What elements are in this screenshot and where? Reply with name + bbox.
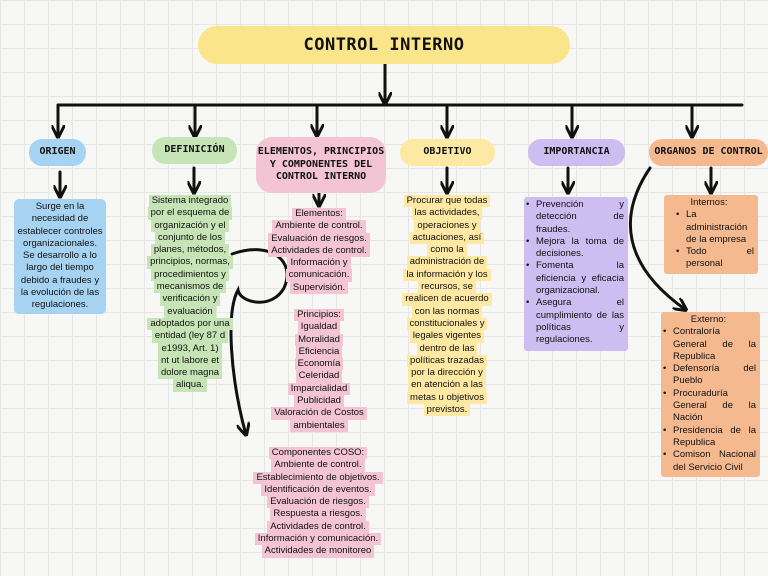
elementos-line: Supervisión. xyxy=(289,281,349,295)
objetivo-line: como la xyxy=(427,244,467,257)
internos-item: Todo el personal xyxy=(674,246,754,271)
objetivo-line: recursos, se xyxy=(418,281,476,294)
definicion-line: evaluación xyxy=(164,305,216,318)
externos-header: Externo: xyxy=(690,314,727,325)
header-definicion: DEFINICIÓN xyxy=(152,137,237,164)
definicion-description: Sistema integrado por el esquema de orga… xyxy=(140,195,240,392)
origen-line: la evolución de las xyxy=(20,287,100,299)
definicion-line: e1993, Art. 1) xyxy=(158,342,222,355)
definicion-line: nt ut labore et xyxy=(157,354,223,368)
objetivo-line: en atención a las xyxy=(408,379,486,392)
externos-item: Comison Nacional del Servicio Civil xyxy=(661,449,756,474)
coso-list: Componentes COSO: Ambiente de control. E… xyxy=(244,447,392,558)
origen-line: necesidad de xyxy=(31,213,89,225)
coso-line: Establecimiento de objetivos. xyxy=(253,471,383,484)
principios-line: Economía xyxy=(294,358,344,371)
definicion-line: dolore magna xyxy=(157,367,223,380)
origen-line: regulaciones. xyxy=(31,299,89,311)
definicion-line: principios, normas, xyxy=(147,256,233,269)
origen-line: Surge en la xyxy=(35,201,85,212)
importancia-item: Prevención y detección de fraudes. xyxy=(524,199,624,236)
elementos-line: Elementos: xyxy=(292,208,346,221)
definicion-line: conjunto de los xyxy=(155,231,225,245)
importancia-item: Mejora la toma de decisiones. xyxy=(524,236,624,261)
elementos-line: comunicación. xyxy=(285,269,353,282)
objetivo-line: políticas trazadas xyxy=(407,354,487,368)
objetivo-line: actuaciones, así xyxy=(409,231,485,245)
coso-line: Actividades de monitoreo xyxy=(261,545,375,558)
importancia-item: Fomenta la eficiencia y eficacia organiz… xyxy=(524,260,624,297)
coso-line: Componentes COSO: xyxy=(268,447,368,460)
internos-header: Internos: xyxy=(690,197,728,208)
definicion-line: Sistema integrado xyxy=(148,195,232,208)
coso-line: Identificación de eventos. xyxy=(261,483,375,497)
objetivo-line: legales vigentes xyxy=(409,330,485,343)
header-organos: ORGANOS DE CONTROL xyxy=(649,139,768,166)
principios-list: Principios: Igualdad Moralidad Eficienci… xyxy=(262,309,376,432)
definicion-line: mecanismos de xyxy=(153,281,227,294)
origen-line: organizacionales. xyxy=(23,237,97,249)
origen-line: Se desarrollo a lo xyxy=(23,250,97,262)
header-elementos: ELEMENTOS, PRINCIPIOS Y COMPONENTES DEL … xyxy=(256,137,386,193)
header-objetivo: OBJETIVO xyxy=(400,139,495,166)
elementos-line: Evaluación de riesgos. xyxy=(268,232,370,245)
definicion-line: organización y el xyxy=(151,219,229,232)
definicion-line: planes, métodos, xyxy=(150,244,230,257)
principios-line: Celeridad xyxy=(295,370,343,383)
principios-line: Eficiencia xyxy=(295,345,343,359)
origen-line: largo del tiempo xyxy=(26,262,94,274)
elementos-line: Ambiente de control. xyxy=(272,220,366,233)
objetivo-line: las actividades, xyxy=(411,207,483,220)
objetivo-line: realicen de acuerdo xyxy=(402,293,492,306)
origen-description: Surge en la necesidad de establecer cont… xyxy=(14,199,106,314)
principios-line: Publicidad xyxy=(294,395,344,408)
origen-line: debido a fraudes y xyxy=(20,274,100,286)
coso-line: Respuesta a riesgos. xyxy=(270,508,366,521)
objetivo-line: metas u objetivos xyxy=(407,391,487,405)
coso-line: Ambiente de control. xyxy=(271,459,365,472)
objetivo-line: por la dirección y xyxy=(408,367,486,380)
principios-line: Valoración de Costos xyxy=(271,407,367,420)
principios-line: Principios: xyxy=(294,309,344,322)
principios-line: ambientales xyxy=(290,419,348,432)
objetivo-description: Procurar que todas las actividades, oper… xyxy=(396,195,498,417)
importancia-item: Asegura el cumplimiento de las políticas… xyxy=(524,297,624,346)
elementos-line: Información y xyxy=(287,257,351,270)
externos-item: Presidencia de la Republica xyxy=(661,425,756,450)
coso-line: Información y comunicación. xyxy=(254,533,382,546)
origen-line: establecer controles xyxy=(17,225,103,237)
objetivo-line: Procurar que todas xyxy=(403,195,491,208)
objetivo-line: dentro de las xyxy=(416,342,478,355)
objetivo-line: la información y los xyxy=(403,268,491,282)
importancia-list: Prevención y detección de fraudes. Mejor… xyxy=(524,197,628,351)
header-importancia: IMPORTANCIA xyxy=(528,139,625,166)
elementos-list: Elementos: Ambiente de control. Evaluaci… xyxy=(262,208,376,295)
externos-item: Contraloría General de la Republica xyxy=(661,326,756,363)
principios-line: Moralidad xyxy=(295,333,343,346)
definicion-line: aliqua. xyxy=(173,379,207,392)
coso-line: Actividades de control. xyxy=(267,520,369,534)
diagram-title: CONTROL INTERNO xyxy=(198,26,570,64)
header-origen: ORIGEN xyxy=(29,139,86,166)
objetivo-line: operaciones y xyxy=(414,219,480,232)
definicion-line: entidad (ley 87 d xyxy=(151,330,229,343)
definicion-line: por el esquema de xyxy=(147,207,233,220)
objetivo-line: administración de xyxy=(406,256,488,269)
externos-list: Externo: Contraloría General de la Repub… xyxy=(661,312,760,477)
principios-line: Igualdad xyxy=(297,321,341,334)
definicion-line: adoptados por una xyxy=(147,317,233,331)
definicion-line: procedimientos y xyxy=(151,268,229,282)
coso-line: Evaluación de riesgos. xyxy=(267,496,369,509)
internos-item: La administración de la empresa xyxy=(674,209,754,246)
externos-item: Procuraduría General de la Nación xyxy=(661,388,756,425)
objetivo-line: con las normas xyxy=(411,305,483,318)
objetivo-line: previstos. xyxy=(423,404,471,417)
principios-line: Imparcialidad xyxy=(287,382,351,396)
definicion-line: verificación y xyxy=(159,293,221,306)
externos-item: Defensoría del Pueblo xyxy=(661,363,756,388)
elementos-line: Actividades de control. xyxy=(268,244,370,258)
objetivo-line: constitucionales y xyxy=(406,317,488,331)
internos-list: Internos: La administración de la empres… xyxy=(664,195,758,274)
